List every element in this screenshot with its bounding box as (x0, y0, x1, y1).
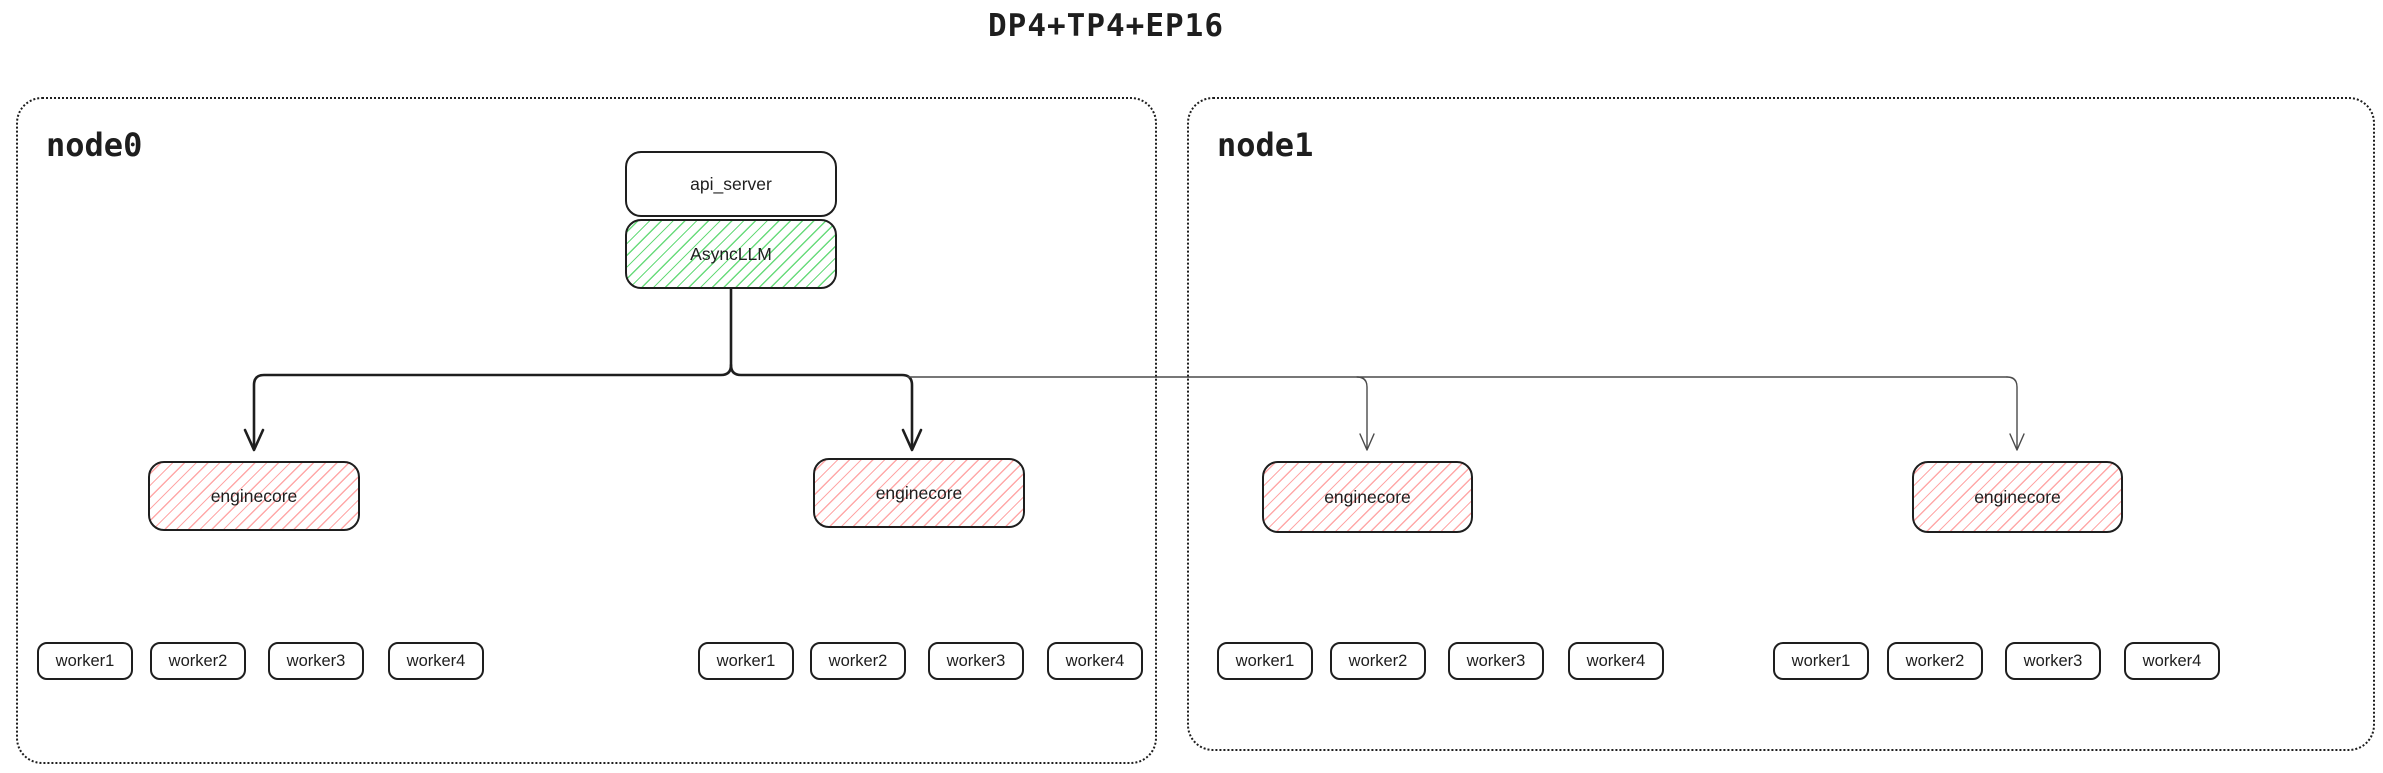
node0-container (16, 97, 1157, 764)
worker-label: worker1 (1235, 651, 1295, 670)
worker-label: worker2 (168, 651, 228, 670)
worker-label: worker3 (286, 651, 346, 670)
worker-box: worker1 (1773, 642, 1869, 680)
worker-box: worker3 (928, 642, 1024, 680)
worker-box: worker1 (37, 642, 133, 680)
worker-label: worker4 (1065, 651, 1125, 670)
enginecore-box-3: enginecore (1262, 461, 1473, 533)
worker-box: worker1 (1217, 642, 1313, 680)
worker-box: worker4 (1568, 642, 1664, 680)
worker-label: worker1 (55, 651, 115, 670)
worker-label: worker2 (1348, 651, 1408, 670)
worker-label: worker4 (406, 651, 466, 670)
node1-container (1187, 97, 2375, 751)
diagram-title: DP4+TP4+EP16 (988, 8, 1224, 44)
worker-label: worker4 (2142, 651, 2202, 670)
asyncllm-label: AsyncLLM (690, 243, 772, 264)
worker-box: worker2 (810, 642, 906, 680)
enginecore-label: enginecore (1974, 486, 2061, 507)
node1-label: node1 (1217, 126, 1314, 164)
worker-label: worker3 (2023, 651, 2083, 670)
node0-label: node0 (46, 126, 143, 164)
worker-box: worker3 (268, 642, 364, 680)
worker-label: worker1 (1791, 651, 1851, 670)
api-server-box: api_server (625, 151, 837, 217)
worker-box: worker1 (698, 642, 794, 680)
enginecore-box-4: enginecore (1912, 461, 2123, 533)
worker-box: worker3 (2005, 642, 2101, 680)
worker-label: worker1 (716, 651, 776, 670)
worker-label: worker3 (946, 651, 1006, 670)
asyncllm-box: AsyncLLM (625, 219, 837, 289)
worker-box: worker2 (150, 642, 246, 680)
worker-box: worker3 (1448, 642, 1544, 680)
enginecore-label: enginecore (210, 485, 298, 506)
enginecore-label: enginecore (1324, 486, 1411, 507)
worker-label: worker2 (1905, 651, 1965, 670)
worker-label: worker4 (1586, 651, 1646, 670)
worker-box: worker4 (1047, 642, 1143, 680)
worker-box: worker4 (388, 642, 484, 680)
enginecore-label: enginecore (875, 482, 963, 503)
worker-label: worker2 (828, 651, 888, 670)
api-server-label: api_server (690, 173, 772, 194)
worker-box: worker2 (1887, 642, 1983, 680)
enginecore-box-2: enginecore (813, 458, 1025, 528)
worker-label: worker3 (1466, 651, 1526, 670)
worker-box: worker2 (1330, 642, 1426, 680)
worker-box: worker4 (2124, 642, 2220, 680)
enginecore-box-1: enginecore (148, 461, 360, 531)
